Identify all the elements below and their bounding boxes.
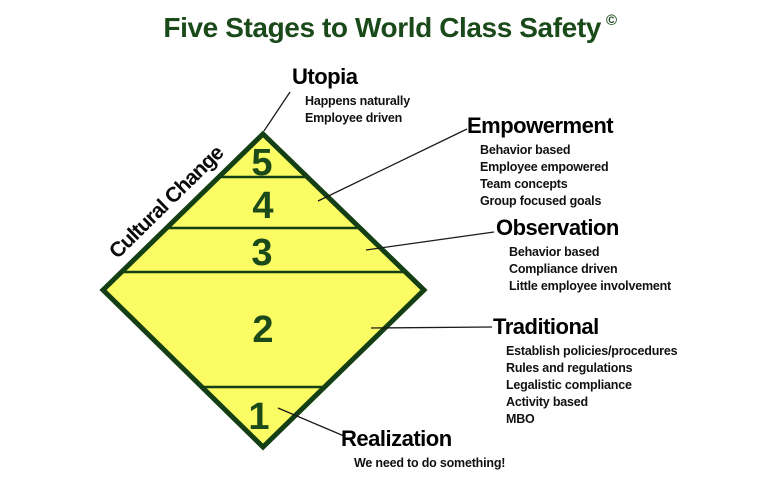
callout-line-utopia — [263, 91, 291, 132]
callout-line-traditional — [370, 326, 493, 329]
stage-utopia-details: Happens naturally Employee driven — [305, 93, 410, 127]
stage-observation-details: Behavior based Compliance driven Little … — [509, 244, 671, 295]
diamond-shape — [99, 130, 428, 451]
level-number-4: 4 — [252, 185, 273, 227]
stage-detail: Behavior based — [509, 245, 600, 259]
stage-detail: MBO — [506, 412, 535, 426]
callout-line-empowerment — [317, 128, 468, 202]
stage-detail: Establish policies/procedures — [506, 344, 678, 358]
stage-realization-name: Realization — [341, 426, 452, 451]
stage-traditional-name: Traditional — [493, 314, 599, 339]
stage-detail: Compliance driven — [509, 262, 618, 276]
copyright-symbol: © — [605, 11, 617, 29]
stage-detail: Activity based — [506, 395, 588, 409]
stage-utopia: Utopia Happens naturally Employee driven — [292, 66, 410, 127]
page-title-text: Five Stages to World Class Safety — [163, 12, 601, 43]
callout-line-realization — [277, 407, 345, 437]
stage-detail: We need to do something! — [354, 456, 506, 470]
stage-detail: Little employee involvement — [509, 279, 672, 293]
stage-realization-details: We need to do something! — [354, 455, 505, 472]
stage-detail: Employee empowered — [480, 160, 609, 174]
stage-observation: Observation Behavior based Compliance dr… — [496, 217, 671, 295]
stage-detail: Happens naturally — [305, 94, 410, 108]
stage-utopia-name: Utopia — [292, 64, 358, 89]
level-number-1: 1 — [248, 396, 269, 438]
page-title: Five Stages to World Class Safety© — [0, 12, 780, 44]
level-number-5: 5 — [251, 142, 272, 184]
stage-detail: Rules and regulations — [506, 361, 633, 375]
stage-detail: Group focused goals — [480, 194, 602, 208]
stage-detail: Employee driven — [305, 111, 403, 125]
stage-traditional: Traditional Establish policies/procedure… — [493, 314, 678, 428]
stage-detail: Behavior based — [480, 143, 571, 157]
stage-empowerment-name: Empowerment — [467, 113, 614, 138]
level-number-3: 3 — [251, 232, 272, 274]
stage-detail: Legalistic compliance — [506, 378, 632, 392]
stage-detail: Team concepts — [480, 177, 568, 191]
stage-empowerment-details: Behavior based Employee empowered Team c… — [480, 142, 613, 210]
callout-line-observation — [365, 231, 495, 251]
stage-empowerment: Empowerment Behavior based Employee empo… — [467, 113, 614, 210]
stage-observation-name: Observation — [496, 215, 619, 240]
stage-realization: Realization We need to do something! — [341, 428, 505, 472]
stage-traditional-details: Establish policies/procedures Rules and … — [506, 343, 678, 428]
level-number-2: 2 — [252, 309, 273, 351]
